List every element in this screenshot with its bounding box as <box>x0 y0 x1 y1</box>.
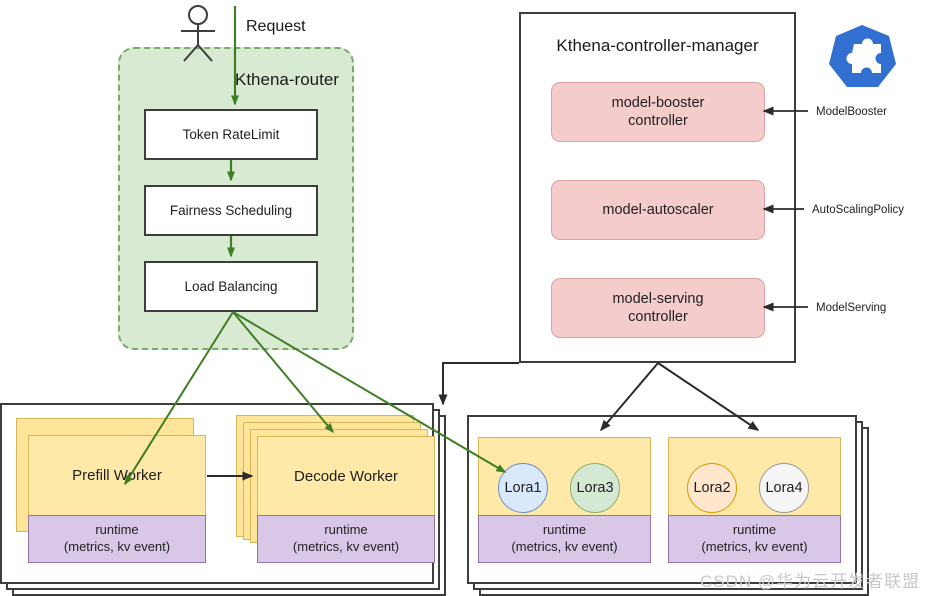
request-label: Request <box>246 18 306 35</box>
lora-pod-1-runtime: runtime (metrics, kv event) <box>478 515 651 563</box>
crd-label-modelbooster: ModelBooster <box>816 106 887 118</box>
crd-label-autoscalingpolicy: AutoScalingPolicy <box>812 204 905 216</box>
prefill-runtime-line1: runtime <box>95 522 139 538</box>
lora-badge-lora4: Lora4 <box>759 463 809 513</box>
lora-badge-lora2: Lora2 <box>687 463 737 513</box>
controller-booster-line2: controller <box>628 113 688 129</box>
lora-pod-1-runtime-line2: (metrics, kv event) <box>511 539 618 554</box>
controller-manager-title: Kthena-controller-manager <box>556 36 759 55</box>
controller-booster-line1: model-booster <box>611 94 705 111</box>
router-stage-load-balancing: Load Balancing <box>144 261 318 312</box>
lora-badge-lora3: Lora3 <box>570 463 620 513</box>
controller-serving-line1: model-serving <box>612 290 704 307</box>
lora-pod-2-runtime-line1: runtime <box>732 522 777 538</box>
router-title: Kthena-router <box>235 70 339 89</box>
arrow-cm-to-worker-group <box>438 362 519 406</box>
kubernetes-operator-icon <box>829 25 896 87</box>
crd-label-modelserving: ModelServing <box>816 302 887 314</box>
controller-model-booster: model-booster controller <box>551 82 765 142</box>
lora-badge-lora1: Lora1 <box>498 463 548 513</box>
router-stage-token-ratelimit: Token RateLimit <box>144 109 318 160</box>
decode-worker-runtime: runtime (metrics, kv event) <box>257 515 435 563</box>
prefill-worker-runtime: runtime (metrics, kv event) <box>28 515 206 563</box>
decode-worker-card: Decode Worker <box>257 436 435 515</box>
lora-pod-2-runtime-line2: (metrics, kv event) <box>701 539 808 554</box>
controller-model-serving: model-serving controller <box>551 278 765 338</box>
controller-serving-line2: controller <box>628 309 688 325</box>
prefill-worker-card: Prefill Worker <box>28 435 206 515</box>
lora-pod-2-runtime: runtime (metrics, kv event) <box>668 515 841 563</box>
prefill-runtime-line2: (metrics, kv event) <box>63 539 171 554</box>
watermark: CSDN @华为云开发者联盟 <box>700 571 921 591</box>
controller-model-autoscaler: model-autoscaler <box>551 180 765 240</box>
decode-runtime-line1: runtime <box>324 522 368 538</box>
lora-pod-1-runtime-line1: runtime <box>542 522 587 538</box>
decode-runtime-line2: (metrics, kv event) <box>292 539 400 554</box>
router-stage-fairness-scheduling: Fairness Scheduling <box>144 185 318 236</box>
